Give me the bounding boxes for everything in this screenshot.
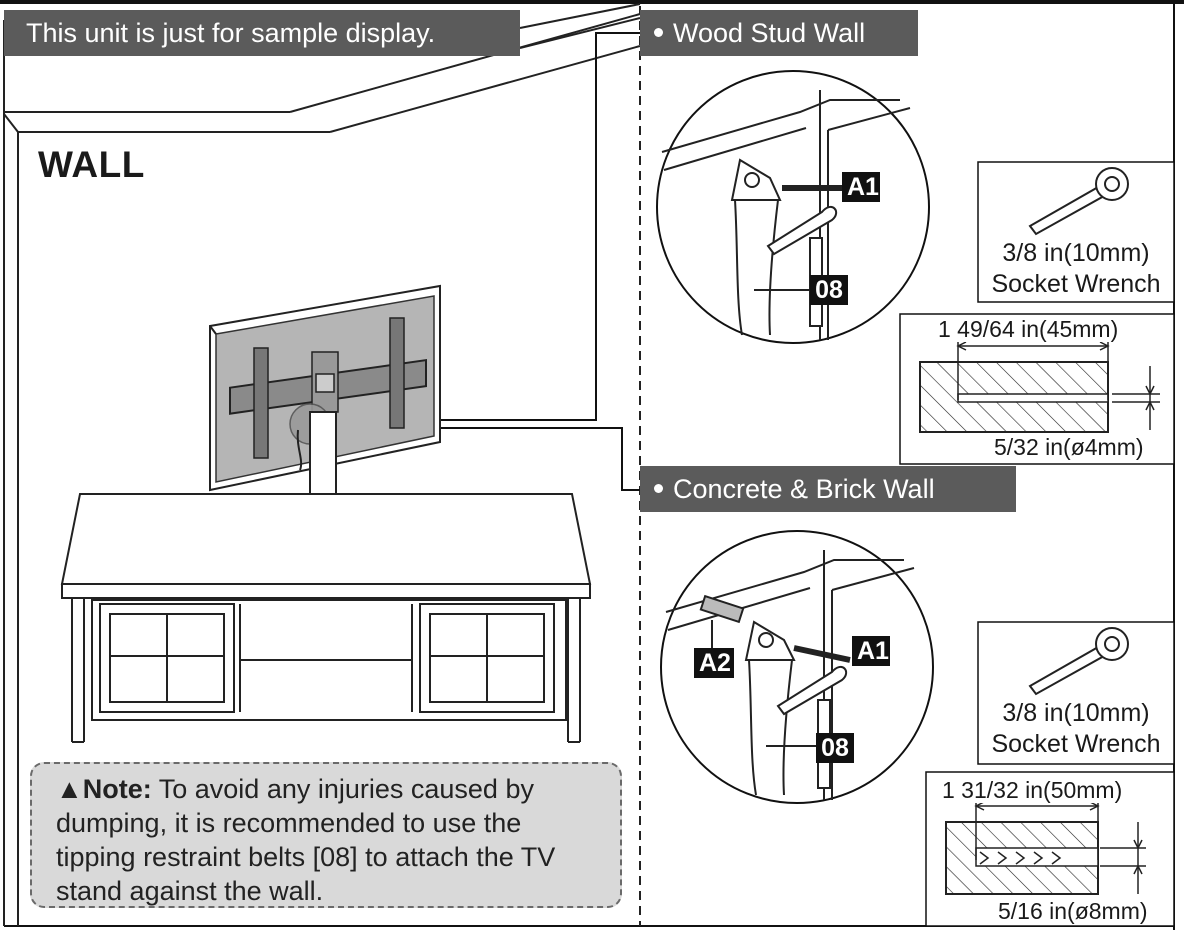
tv-rear: [209, 284, 441, 492]
wrench-box-concrete: [977, 621, 1175, 765]
sample-display-text: This unit is just for sample display.: [26, 18, 436, 48]
wood-belt-badge: 08: [810, 275, 848, 305]
tv-cabinet: [60, 493, 592, 743]
concrete-tool-name: Socket Wrench: [991, 730, 1161, 758]
wood-screw-badge: A1: [842, 172, 880, 202]
concrete-brick-wall-title: Concrete & Brick Wall: [673, 474, 935, 504]
bullet-dot-icon: [654, 28, 663, 38]
note-text: To avoid any injuries caused by dumping,…: [56, 774, 556, 906]
concrete-drill-diameter: 5/16 in(ø8mm): [998, 898, 1148, 924]
concrete-screw-badge: A1: [852, 636, 890, 666]
concrete-anchor-badge: A2: [694, 648, 734, 678]
concrete-tool-label: 3/8 in(10mm) Socket Wrench: [978, 698, 1174, 760]
leader-lines: [330, 32, 640, 491]
concrete-brick-wall-header: Concrete & Brick Wall: [640, 466, 1016, 512]
concrete-tool-size: 3/8 in(10mm): [1002, 699, 1150, 727]
wood-drill-depth: 1 49/64 in(45mm): [938, 316, 1119, 342]
wood-stud-wall-header: Wood Stud Wall: [640, 10, 918, 56]
safety-note: ▲Note: To avoid any injuries caused by d…: [30, 762, 622, 908]
sample-display-banner: This unit is just for sample display.: [4, 10, 520, 56]
concrete-belt-badge: 08: [816, 733, 854, 763]
bullet-dot-icon: [654, 484, 663, 494]
wall-label: WALL: [38, 144, 145, 185]
wood-tool-label: 3/8 in(10mm) Socket Wrench: [978, 238, 1174, 300]
warning-triangle-icon: ▲: [56, 774, 83, 804]
concrete-detail-circle: [660, 530, 934, 804]
room-perspective: [3, 3, 641, 926]
wood-detail-circle: [656, 70, 930, 344]
concrete-drill-depth: 1 31/32 in(50mm): [942, 777, 1123, 803]
wood-stud-wall-title: Wood Stud Wall: [673, 18, 866, 48]
wood-tool-name: Socket Wrench: [991, 270, 1161, 298]
wood-tool-size: 3/8 in(10mm): [1002, 239, 1150, 267]
note-heading: Note:: [82, 774, 152, 804]
wrench-box-wood: [977, 161, 1175, 303]
wood-drill-diameter: 5/32 in(ø4mm): [994, 434, 1144, 460]
